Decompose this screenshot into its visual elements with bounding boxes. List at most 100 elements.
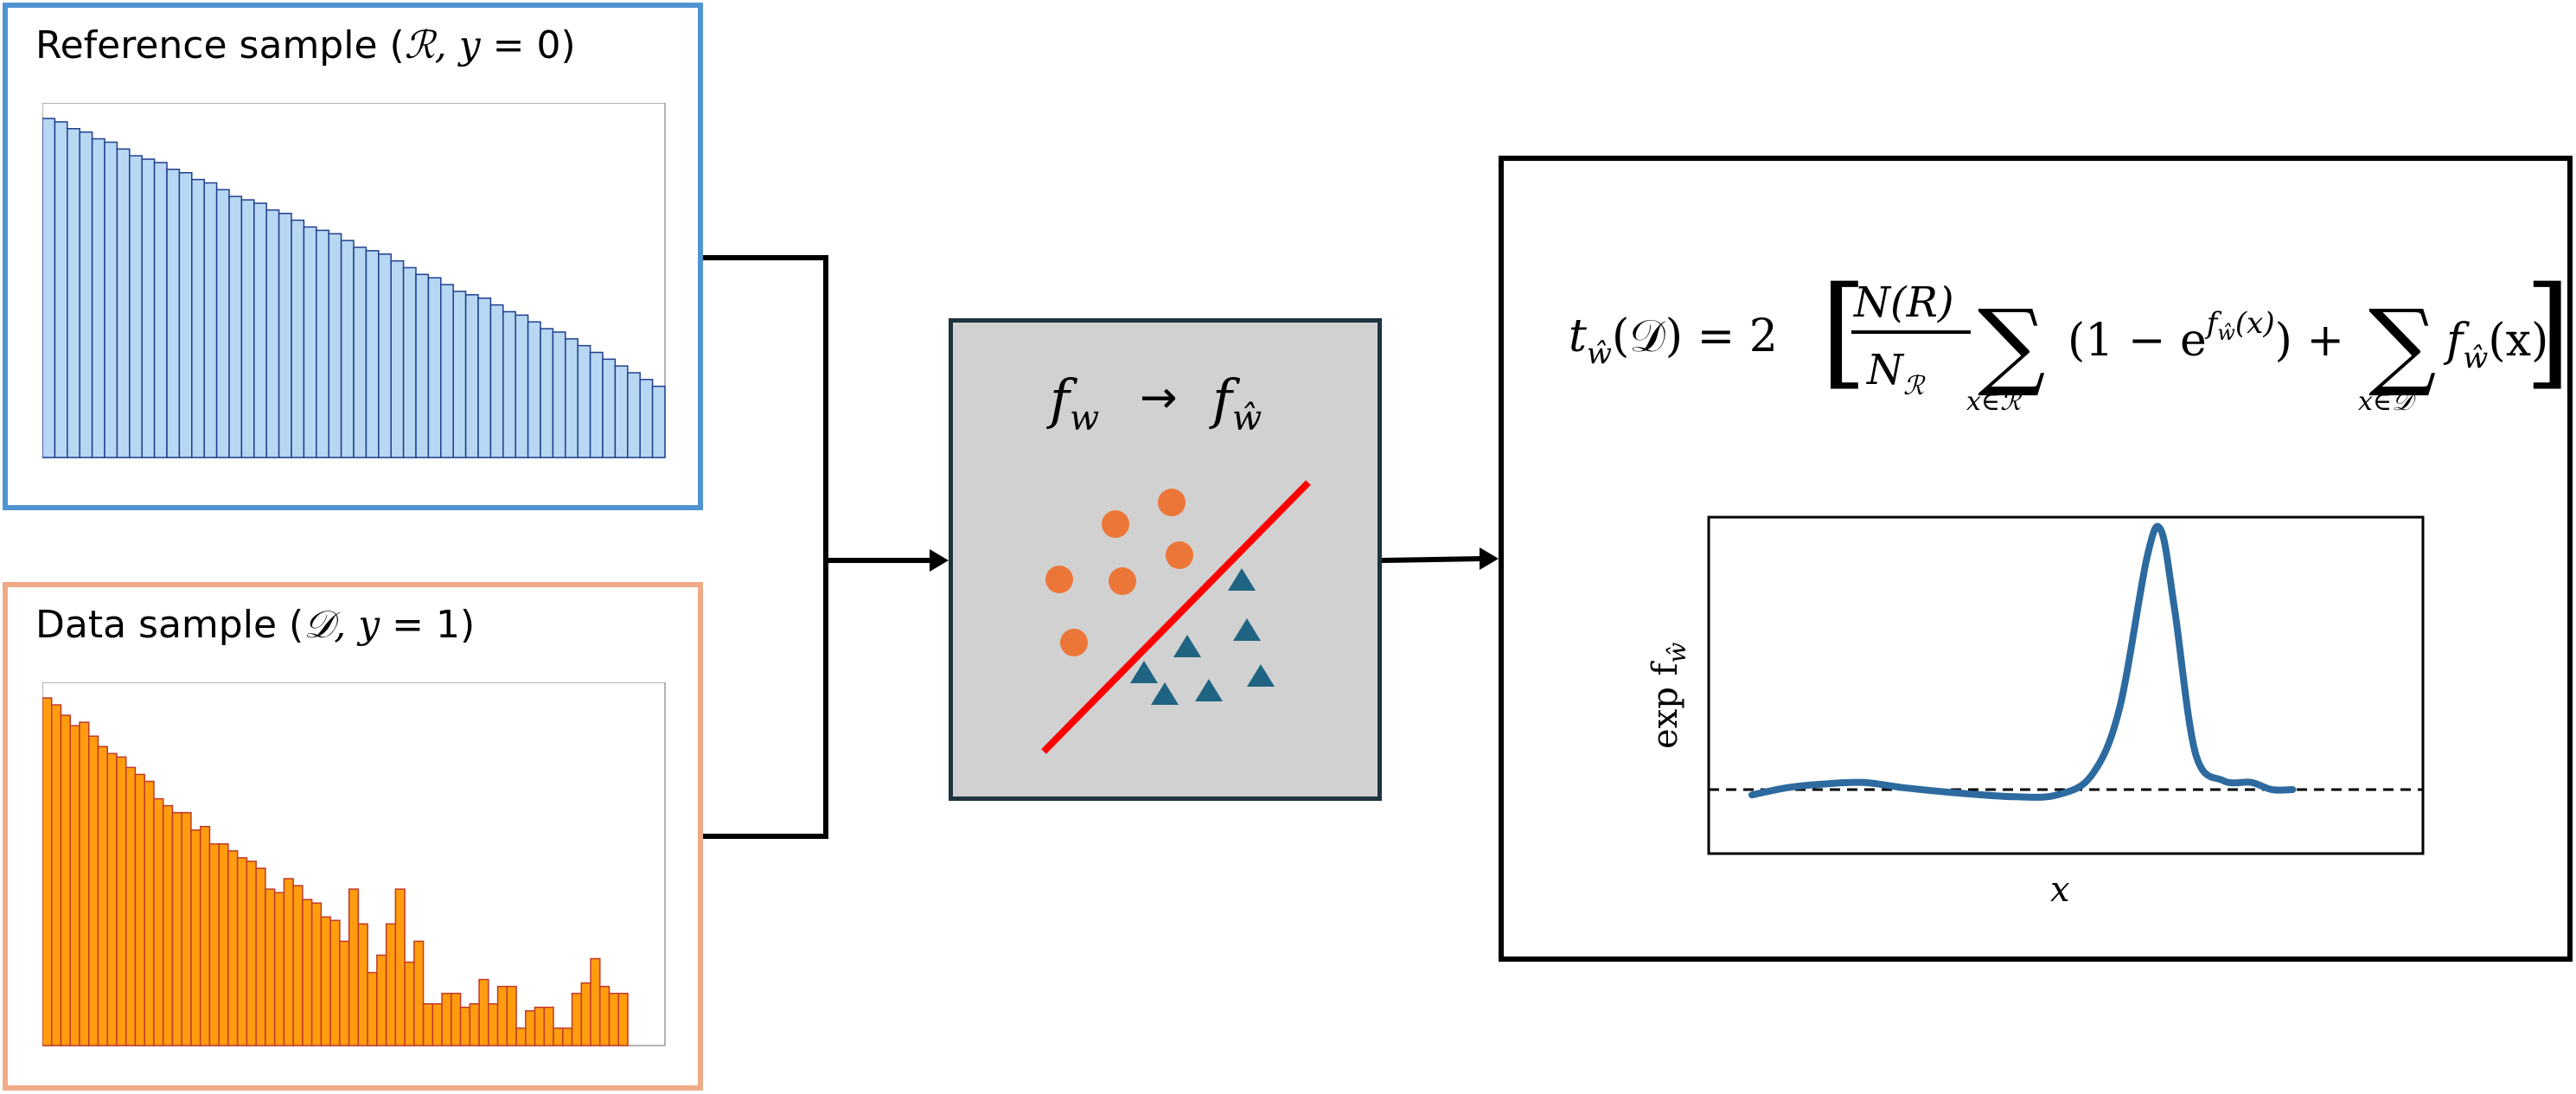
histogram-bar [534, 1007, 546, 1046]
histogram-bar [178, 171, 193, 458]
formula-right-bracket: ] [2524, 261, 2567, 402]
histogram-bar [562, 1027, 573, 1046]
histogram-bar [144, 780, 155, 1046]
histogram-bar [422, 1003, 434, 1046]
histogram-bar [69, 725, 80, 1046]
histogram-bar [265, 888, 276, 1046]
histogram-bar [552, 331, 566, 458]
data-panel-title: Data sample (𝒟, y = 1) [35, 603, 475, 647]
histogram-bar [385, 923, 397, 1046]
test-statistic-formula: tŵ(𝒟) = 2 [ N(R) Nℛ ∑ x∈ℛ (1 − efŵ(x)) +… [1569, 261, 2572, 417]
histogram-bar [255, 867, 266, 1046]
histogram-bar [451, 992, 462, 1046]
data-circle [1109, 567, 1136, 595]
reference-title-suffix: = 0) [480, 23, 576, 67]
label-f-what: fŵ [1209, 368, 1262, 438]
histogram-bar [116, 756, 127, 1046]
histogram-bar [496, 985, 508, 1046]
histogram-bar [340, 240, 355, 458]
histogram-bar [367, 971, 378, 1046]
data-circle [1166, 541, 1193, 569]
histogram-bar [273, 892, 285, 1046]
histogram-bar [106, 752, 118, 1046]
histogram-bar [394, 888, 406, 1046]
plot-ylabel: exp fŵ [1646, 643, 1691, 749]
histogram-bar [153, 162, 168, 458]
histogram-bar [316, 229, 329, 458]
formula-term1: (1 − efŵ(x)) + [2068, 306, 2344, 367]
histogram-bar [627, 372, 641, 458]
histogram-bar [339, 940, 350, 1046]
plot-frame [1707, 515, 2425, 855]
histogram-bar [199, 825, 211, 1046]
histogram-bar [415, 273, 430, 458]
histogram-bar [329, 919, 341, 1046]
histogram-bar [181, 811, 192, 1046]
histogram-bar [253, 202, 267, 458]
histogram-bar [162, 804, 174, 1046]
histogram-bar [104, 141, 118, 458]
data-circle [1045, 566, 1073, 593]
histogram-bar [431, 1003, 443, 1046]
data-sample-panel: Data sample (𝒟, y = 1) [3, 582, 703, 1091]
formula-fraction-numerator: N(R) [1853, 278, 1954, 327]
histogram-bar [97, 745, 108, 1046]
data-triangle [1195, 679, 1223, 701]
histogram-bar [404, 961, 415, 1046]
histogram-bar [42, 697, 53, 1046]
reference-title-math: ℛ, y [404, 23, 481, 67]
decision-boundary [1041, 480, 1311, 754]
data-connector [703, 560, 828, 839]
histogram-bar [571, 992, 583, 1046]
histogram-bar [580, 982, 591, 1046]
histogram-bar [215, 189, 230, 458]
histogram-bar [218, 843, 229, 1046]
label-f-w: fw [1046, 368, 1099, 438]
data-circle [1158, 489, 1186, 516]
histogram-bar [525, 1010, 536, 1046]
reference-sample-panel: Reference sample (ℛ, y = 0) [3, 3, 703, 510]
histogram-bar [639, 379, 654, 458]
label-arrow: → [1140, 372, 1178, 424]
histogram-bar [116, 148, 131, 458]
data-triangle [1173, 635, 1201, 657]
histogram-bar [565, 338, 578, 458]
classifier-svg: fw → fŵ [1041, 368, 1311, 754]
histogram-bar [478, 978, 489, 1046]
histogram-bar [278, 213, 292, 458]
plot-curve [1748, 522, 2297, 801]
histogram-bar [427, 277, 442, 458]
formula-sum2: ∑ [2368, 289, 2437, 400]
histogram-bar [203, 182, 218, 458]
plot-xlabel: x [2050, 870, 2070, 910]
histogram-bar [464, 294, 479, 458]
histogram-bar [60, 714, 71, 1046]
histogram-bar [303, 226, 317, 458]
data-histogram [42, 682, 666, 1046]
histogram-bar [50, 704, 62, 1046]
histogram-bar [153, 797, 164, 1046]
classifier-box: fw → fŵ [949, 318, 1382, 801]
merge-arrowhead [930, 549, 949, 572]
histogram-bar [171, 811, 182, 1046]
histogram-bar [320, 916, 331, 1046]
histogram-bar [353, 246, 368, 458]
formula-lhs: tŵ(𝒟) = 2 [1569, 310, 1778, 371]
histogram-bar [506, 985, 517, 1046]
histogram-bar [79, 131, 93, 458]
histogram-bar [190, 829, 201, 1046]
data-circle [1102, 510, 1129, 538]
data-title-suffix: = 1) [380, 603, 476, 647]
histogram-bar [54, 121, 68, 458]
histogram-bar [459, 1007, 471, 1046]
histogram-bar [489, 304, 504, 458]
histogram-bar [376, 954, 387, 1046]
histogram-bar [302, 899, 313, 1046]
histogram-bar [87, 735, 99, 1046]
histogram-bar [134, 773, 145, 1046]
histogram-bar [228, 195, 243, 458]
output-arrowhead [1480, 547, 1499, 570]
histogram-bar [441, 992, 452, 1046]
data-triangle [1233, 618, 1261, 641]
histogram-bar [292, 885, 304, 1046]
